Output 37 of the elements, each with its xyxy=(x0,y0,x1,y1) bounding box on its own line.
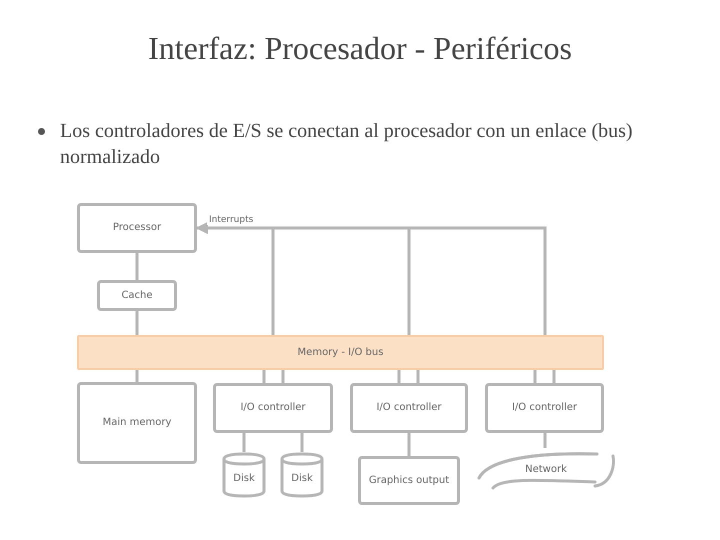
node-label: I/O controller xyxy=(376,402,442,414)
connector-line xyxy=(408,433,410,456)
node-label: Disk xyxy=(291,473,313,485)
connector-line xyxy=(416,370,420,383)
connector-line xyxy=(534,370,536,383)
connector-line xyxy=(242,433,246,452)
component-box xyxy=(358,456,460,505)
edge-label: Interrupts xyxy=(207,215,256,225)
node-label: Disk xyxy=(233,473,255,485)
disk-cylinder xyxy=(222,452,266,498)
bus-bar xyxy=(77,335,604,370)
component-box xyxy=(77,203,197,253)
component-box xyxy=(97,280,177,311)
component-box xyxy=(350,383,468,433)
connector-line xyxy=(398,370,400,383)
slide-title: Interfaz: Procesador - Periféricos xyxy=(147,30,573,67)
node-label: I/O controller xyxy=(240,402,306,414)
connector-line xyxy=(282,370,284,383)
node-label: Memory - I/O bus xyxy=(298,346,384,358)
connector-line xyxy=(262,370,266,383)
connector-line xyxy=(136,370,138,382)
component-box xyxy=(77,382,197,464)
node-label: Cache xyxy=(121,290,153,302)
node-label: I/O controller xyxy=(512,402,578,414)
node-label: Graphics output xyxy=(368,474,450,486)
node-label: Network xyxy=(525,464,567,476)
component-box xyxy=(485,383,604,433)
connector-line xyxy=(552,370,556,383)
connector-line xyxy=(136,311,138,335)
component-box xyxy=(213,383,333,433)
bullet-text: Los controladores de E/S se conectan al procesador con un enlace (bus) normalizado xyxy=(60,119,634,170)
connector-line xyxy=(300,433,304,452)
connector-line xyxy=(136,253,138,280)
node-label: Processor xyxy=(112,222,162,234)
connector-line xyxy=(544,433,546,448)
disk-cylinder xyxy=(280,452,324,498)
node-label: Main memory xyxy=(102,417,172,429)
